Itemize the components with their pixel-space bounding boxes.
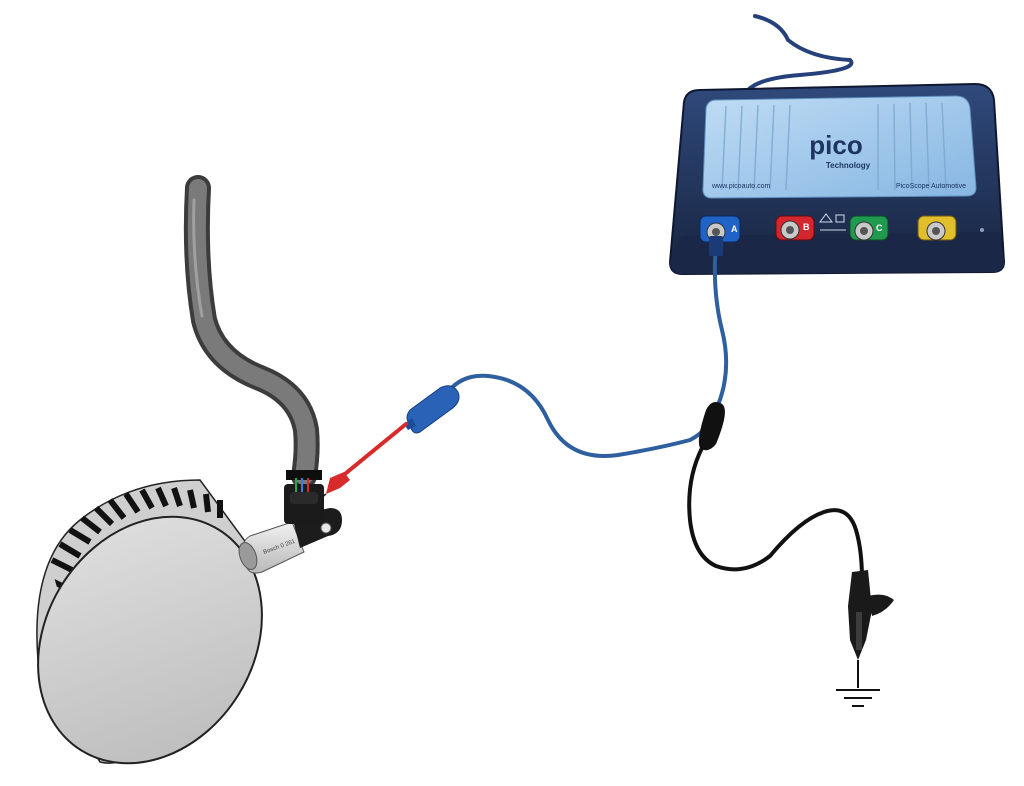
cable-splitter (698, 402, 725, 451)
crocodile-clip-icon (848, 570, 894, 688)
channel-a[interactable]: A (699, 215, 741, 243)
test-probe (315, 385, 460, 503)
picoscope-device: pico Technology www.picoauto.com PicoSco… (668, 82, 1006, 276)
bnc-plug (709, 236, 723, 256)
warning-symbols (819, 213, 846, 231)
panel-ribs (721, 102, 947, 191)
wheel-face (37, 515, 263, 765)
scope-model: PicoScope Automotive (896, 183, 966, 190)
reluctor-wheel (36, 479, 263, 765)
probe-cable (446, 242, 729, 458)
channel-b-label: B (803, 222, 810, 232)
channel-a-label: A (731, 224, 738, 234)
ground-symbol-icon (836, 689, 880, 707)
brand-subtitle: Technology (826, 161, 871, 170)
crank-sensor: Bosch 0 261 (238, 470, 342, 574)
channel-b[interactable]: B (775, 215, 815, 241)
scope-website: www.picoauto.com (711, 183, 771, 190)
brand-logo: pico (809, 130, 862, 160)
channel-d[interactable] (917, 215, 957, 241)
usb-cable (746, 14, 854, 92)
probe-tip-red (338, 422, 408, 480)
channel-c-label: C (876, 223, 883, 233)
ground-lead (687, 446, 864, 582)
channel-c[interactable]: C (849, 215, 889, 241)
